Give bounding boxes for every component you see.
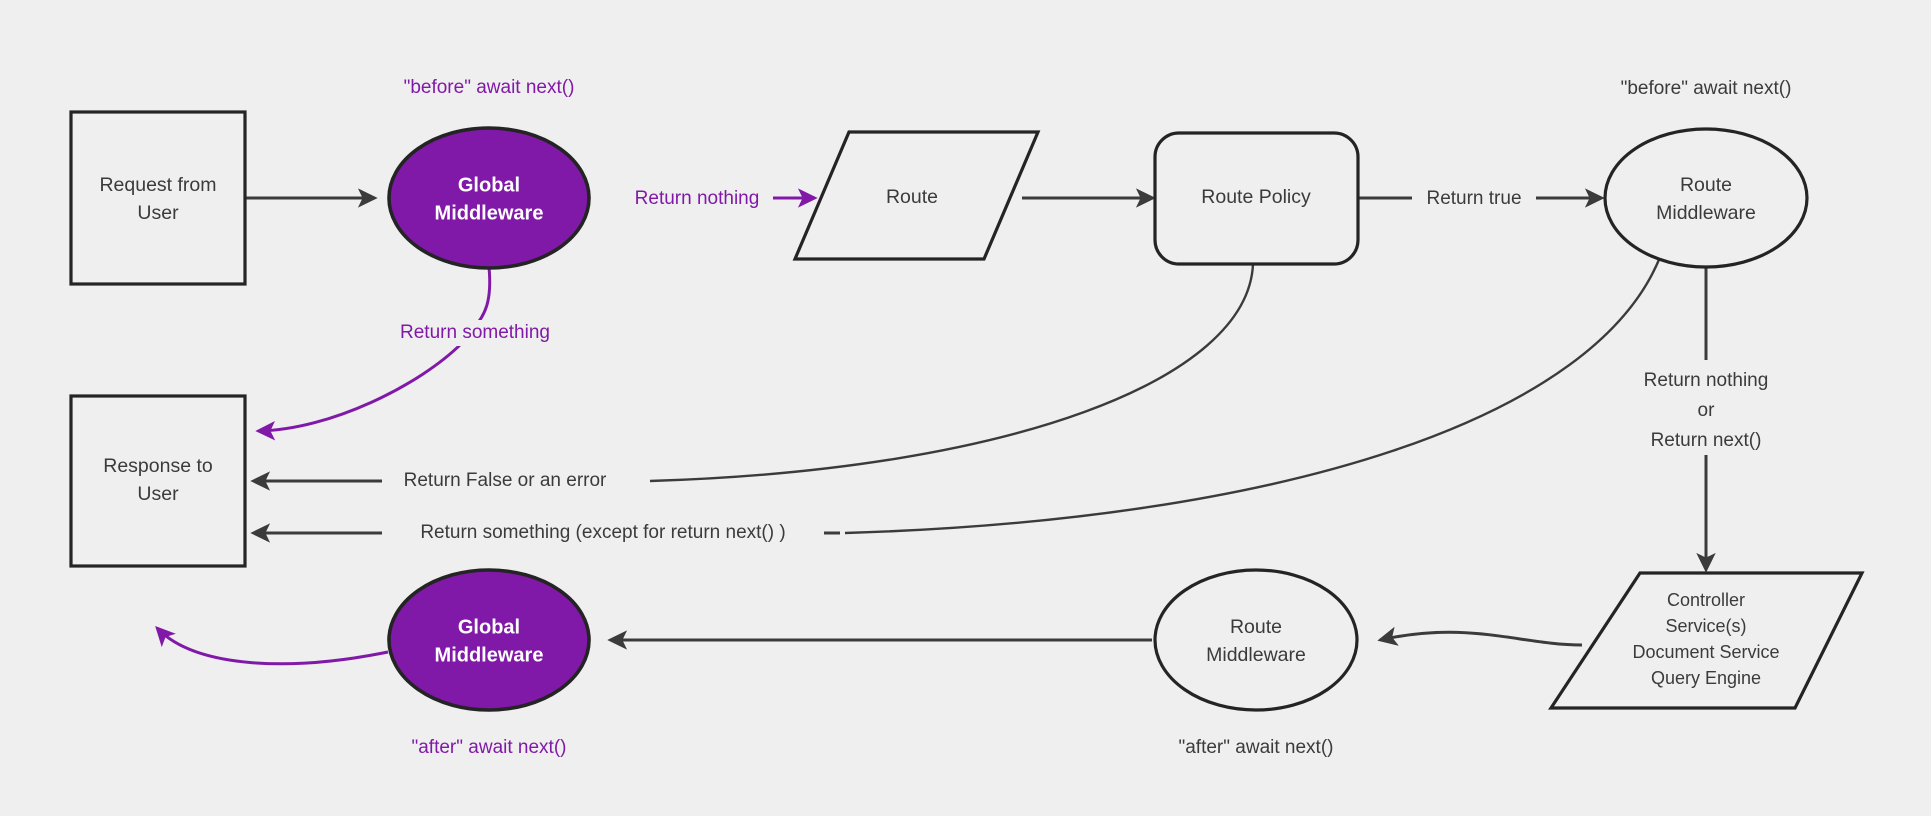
- node-request-from-user[interactable]: Request from User: [69, 110, 247, 286]
- edge-label-return-true: Return true: [1412, 185, 1536, 211]
- edge-label-return-nothing-or-next-line2: or: [1698, 400, 1716, 421]
- edge-global-middleware-bottom-to-response: [155, 626, 389, 666]
- edge-label-return-something-except-next-text: Return something (except for return next…: [420, 522, 785, 543]
- node-route-policy[interactable]: Route Policy: [1153, 131, 1360, 266]
- edge-label-return-something-except-next: Return something (except for return next…: [382, 520, 824, 546]
- node-route-middleware-top-label-line2: Middleware: [1656, 202, 1756, 224]
- node-global-middleware-top[interactable]: Global Middleware: [387, 126, 591, 270]
- node-route-middleware-bottom[interactable]: Route Middleware: [1153, 568, 1359, 712]
- node-route-middleware-bottom-label-line1: Route: [1230, 616, 1282, 638]
- node-route-middleware-top-label-line1: Route: [1680, 174, 1732, 196]
- node-route-middleware-top[interactable]: Route Middleware: [1603, 127, 1809, 269]
- node-controller-label-line3: Document Service: [1632, 642, 1779, 662]
- annotation-before-await-next-route: "before" await next(): [1621, 78, 1792, 99]
- node-request-label-line1: Request from: [99, 174, 216, 196]
- node-global-middleware-bottom-label-line2: Middleware: [435, 644, 544, 666]
- node-global-middleware-bottom[interactable]: Global Middleware: [387, 568, 591, 712]
- edge-label-return-nothing-text: Return nothing: [635, 188, 760, 209]
- node-response-to-user[interactable]: Response to User: [69, 394, 247, 568]
- edge-label-return-something-text: Return something: [400, 322, 550, 343]
- node-global-middleware-top-label-line1: Global: [458, 174, 520, 196]
- node-route[interactable]: Route: [792, 130, 1041, 261]
- node-controller-label-line4: Query Engine: [1651, 668, 1761, 688]
- annotation-after-await-next-route: "after" await next(): [1179, 737, 1334, 758]
- node-request-label-line2: User: [137, 202, 179, 224]
- edge-label-return-nothing: Return nothing: [617, 185, 773, 211]
- annotation-after-await-next-global: "after" await next(): [412, 737, 567, 758]
- node-route-policy-label: Route Policy: [1201, 186, 1311, 208]
- edge-label-return-something: Return something: [380, 320, 570, 346]
- edge-global-middleware-return-something-lower: [255, 341, 464, 441]
- node-controller-label-line1: Controller: [1667, 590, 1745, 610]
- annotation-before-await-next-global: "before" await next(): [404, 77, 575, 98]
- node-response-label-line1: Response to: [103, 455, 213, 477]
- edge-label-return-nothing-or-next: Return nothing or Return next(): [1644, 370, 1769, 451]
- edge-label-return-nothing-or-next-line1: Return nothing: [1644, 370, 1769, 391]
- edge-label-return-nothing-or-next-line3: Return next(): [1651, 430, 1762, 451]
- edge-route-policy-return-false-curve: [649, 263, 1255, 483]
- node-response-label-line2: User: [137, 483, 179, 505]
- node-route-middleware-bottom-label-line2: Middleware: [1206, 644, 1306, 666]
- edge-controller-to-route-middleware-bottom: [1377, 626, 1583, 647]
- node-controller-services[interactable]: Controller Service(s) Document Service Q…: [1548, 571, 1865, 710]
- node-global-middleware-top-label-line2: Middleware: [435, 202, 544, 224]
- node-controller-label-line2: Service(s): [1665, 616, 1746, 636]
- node-route-label: Route: [886, 186, 938, 208]
- edge-label-return-true-text: Return true: [1426, 188, 1521, 209]
- edge-label-return-false-or-error: Return False or an error: [382, 468, 628, 494]
- node-global-middleware-bottom-label-line1: Global: [458, 616, 520, 638]
- edge-label-return-false-or-error-text: Return False or an error: [404, 470, 607, 491]
- edge-route-middleware-return-something-curve: [844, 251, 1664, 535]
